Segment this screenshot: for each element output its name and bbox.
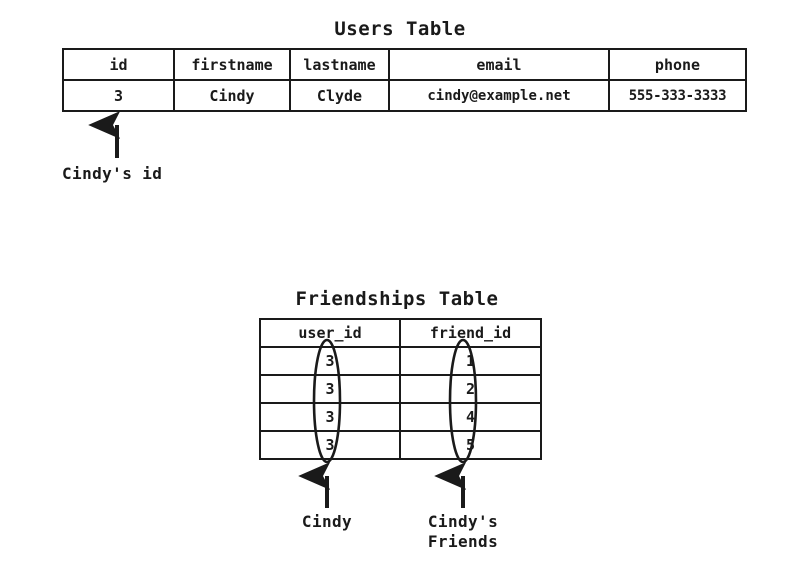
cell-friend-id: 2 (399, 374, 542, 404)
column-header-friend-id: friend_id (399, 318, 542, 348)
column-header-lastname: lastname (289, 48, 390, 81)
table-header-row: id firstname lastname email phone (62, 48, 747, 81)
table-row: 3 Cindy Clyde cindy@example.net 555-333-… (62, 79, 747, 112)
users-table-title: Users Table (334, 18, 466, 40)
column-header-firstname: firstname (173, 48, 291, 81)
cell-lastname: Clyde (289, 79, 390, 112)
table-row: 3 1 (259, 346, 542, 376)
cell-user-id: 3 (259, 346, 401, 376)
cell-user-id: 3 (259, 430, 401, 460)
users-table: id firstname lastname email phone 3 Cind… (62, 48, 747, 112)
cell-firstname: Cindy (173, 79, 291, 112)
table-row: 3 2 (259, 374, 542, 404)
cell-phone: 555-333-3333 (608, 79, 747, 112)
cell-friend-id: 1 (399, 346, 542, 376)
friendships-table: user_id friend_id 3 1 3 2 3 4 3 5 (259, 318, 542, 460)
annotation-label-cindys-id: Cindy's id (62, 164, 163, 183)
column-header-id: id (62, 48, 175, 81)
cell-user-id: 3 (259, 402, 401, 432)
column-header-email: email (388, 48, 610, 81)
table-header-row: user_id friend_id (259, 318, 542, 348)
cell-friend-id: 5 (399, 430, 542, 460)
column-header-phone: phone (608, 48, 747, 81)
cell-user-id: 3 (259, 374, 401, 404)
cell-email: cindy@example.net (388, 79, 610, 112)
annotation-label-cindy: Cindy (301, 512, 353, 531)
cell-friend-id: 4 (399, 402, 542, 432)
table-row: 3 4 (259, 402, 542, 432)
column-header-user-id: user_id (259, 318, 401, 348)
friendships-table-title: Friendships Table (295, 288, 499, 310)
table-row: 3 5 (259, 430, 542, 460)
cell-id: 3 (62, 79, 175, 112)
annotation-label-cindys-friends: Cindy's Friends (427, 512, 499, 551)
